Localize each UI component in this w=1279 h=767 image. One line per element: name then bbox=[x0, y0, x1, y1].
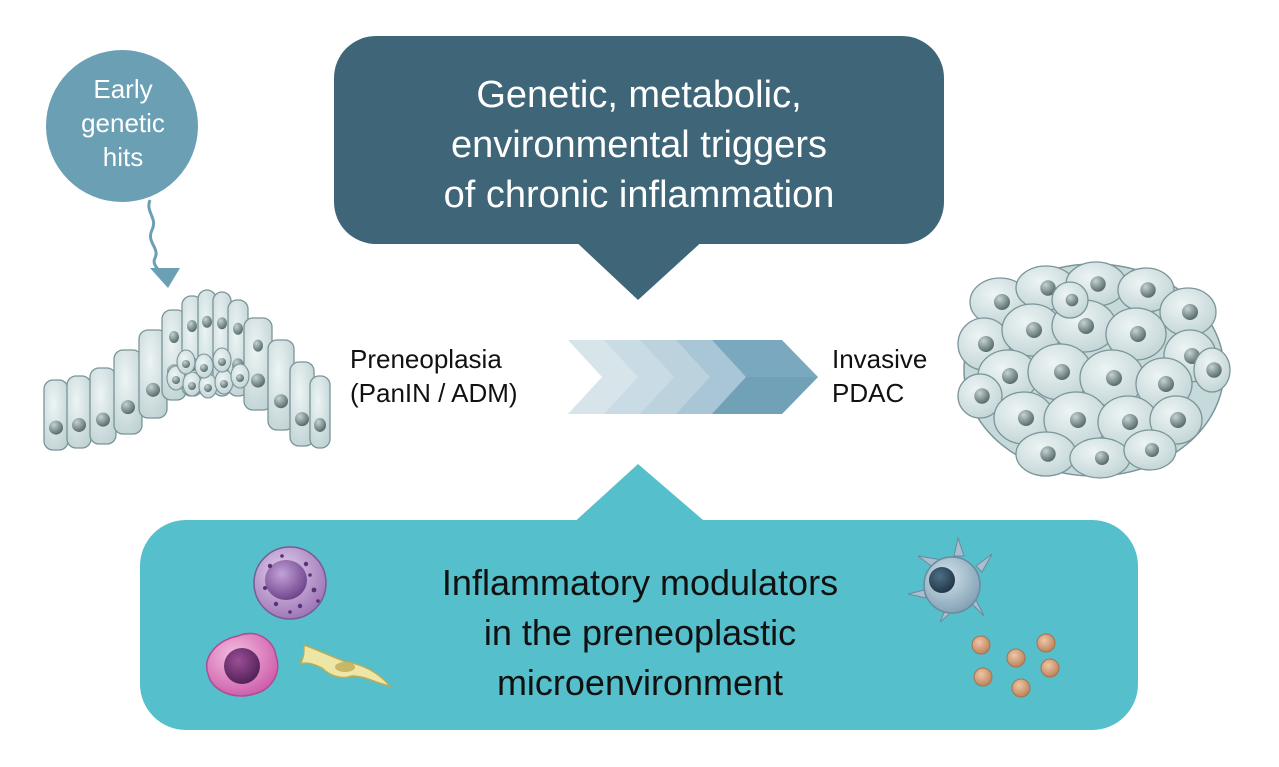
invasive-line: PDAC bbox=[832, 378, 905, 408]
epithelial-cell bbox=[66, 375, 92, 449]
triggers-line: of chronic inflammation bbox=[443, 174, 835, 216]
early-hits-line: genetic bbox=[81, 108, 165, 138]
epithelial-cell bbox=[267, 339, 295, 431]
tumor-cell bbox=[1123, 429, 1177, 471]
modulators-line: microenvironment bbox=[496, 662, 784, 703]
early-hits-line: hits bbox=[102, 142, 144, 172]
modulators-line: Inflammatory modulators bbox=[441, 562, 839, 603]
dendritic-cell-icon bbox=[907, 536, 993, 623]
triggers-line: environmental triggers bbox=[451, 124, 827, 166]
epithelial-cell bbox=[43, 379, 69, 451]
epithelial-cell bbox=[113, 349, 143, 435]
modulators-line: in the preneoplastic bbox=[483, 612, 797, 653]
tumor-cell bbox=[957, 373, 1003, 419]
preneoplasia-line: (PanIN / ADM) bbox=[350, 378, 518, 408]
triggers-line: Genetic, metabolic, bbox=[476, 74, 802, 116]
granulocyte-cell-icon bbox=[253, 546, 327, 620]
epithelial-cell bbox=[289, 361, 315, 447]
chevron-arrow-icon bbox=[568, 340, 818, 414]
epithelial-cell bbox=[243, 317, 273, 411]
early-hits-label: Early genetic hits bbox=[48, 72, 198, 174]
early-hits-circle bbox=[46, 50, 198, 202]
epithelial-cell bbox=[214, 369, 234, 395]
tumor-cell bbox=[1105, 307, 1167, 361]
tumor-cell bbox=[1015, 431, 1077, 477]
early-hits-line: Early bbox=[93, 74, 153, 104]
epithelial-cell bbox=[212, 347, 232, 373]
epithelial-cell bbox=[176, 349, 196, 375]
triggers-label: Genetic, metabolic, environmental trigge… bbox=[334, 70, 944, 220]
epithelial-cell bbox=[309, 375, 331, 449]
epithelium-cells-icon bbox=[43, 289, 331, 451]
tumor-cell bbox=[1027, 343, 1093, 401]
squiggle-arrow-icon bbox=[147, 199, 180, 288]
invasive-label: Invasive PDAC bbox=[832, 342, 927, 410]
epithelial-cell bbox=[182, 371, 202, 397]
preneoplasia-label: Preneoplasia (PanIN / ADM) bbox=[350, 342, 518, 410]
tumor-cell-cluster-icon bbox=[957, 261, 1231, 479]
tumor-cell bbox=[1051, 281, 1089, 319]
epithelial-cell bbox=[230, 363, 250, 389]
modulators-label: Inflammatory modulators in the preneopla… bbox=[330, 558, 950, 708]
tumor-cell bbox=[1193, 347, 1231, 393]
preneoplasia-line: Preneoplasia bbox=[350, 344, 502, 374]
macrophage-cell-icon bbox=[205, 632, 279, 697]
tumor-cell bbox=[1117, 267, 1175, 313]
fibroblast-cell-icon bbox=[298, 643, 392, 688]
epithelial-cell bbox=[89, 367, 117, 445]
modulators-box bbox=[140, 464, 1138, 730]
triggers-box bbox=[334, 36, 944, 300]
tumor-cell bbox=[1159, 287, 1217, 337]
tumor-cell bbox=[1069, 437, 1131, 479]
epithelial-cell bbox=[194, 353, 214, 379]
cytokine-particles-icon bbox=[971, 633, 1060, 698]
invasive-line: Invasive bbox=[832, 344, 928, 374]
